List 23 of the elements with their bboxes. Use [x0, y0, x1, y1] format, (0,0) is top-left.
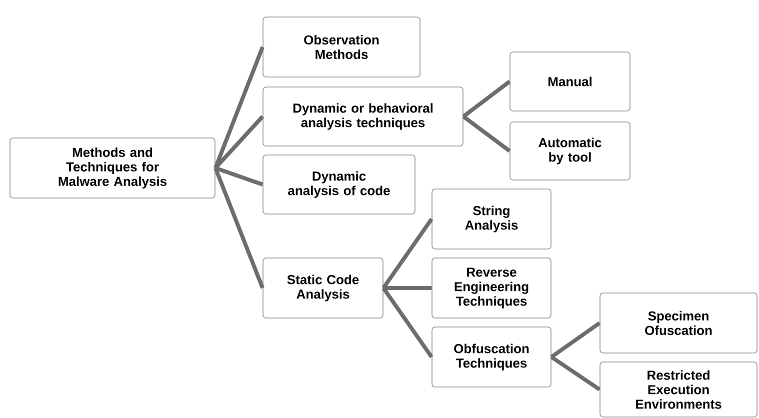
process-box: Methods and Techniques for Malware Analysis	[10, 138, 216, 198]
connector-line	[382, 218, 434, 290]
connector-line	[550, 355, 601, 392]
connector-line	[462, 114, 511, 153]
process-box: Reverse Engineering Techniques	[432, 258, 552, 318]
connector-line	[383, 286, 432, 290]
connector-line	[550, 321, 601, 359]
process-box: Automatic by tool	[510, 122, 630, 180]
process-box: Restricted Execution Environments	[600, 362, 758, 418]
process-box: Observation Methods	[262, 16, 420, 78]
connector-line	[214, 115, 264, 170]
process-box: Dynamic or behavioral analysis techniques	[262, 86, 464, 146]
process-box: Manual	[510, 52, 630, 112]
process-box: Specimen Ofuscation	[600, 292, 758, 354]
process-box: String Analysis	[432, 188, 552, 250]
connector-line	[214, 46, 264, 169]
process-box: Dynamic analysis of code	[262, 154, 416, 214]
connector-line	[214, 167, 264, 289]
connector-line	[214, 166, 264, 186]
connector-line	[382, 286, 434, 358]
connector-line	[462, 80, 511, 118]
process-box: Static Code Analysis	[262, 258, 384, 318]
process-box: Obfuscation Techniques	[432, 326, 552, 388]
